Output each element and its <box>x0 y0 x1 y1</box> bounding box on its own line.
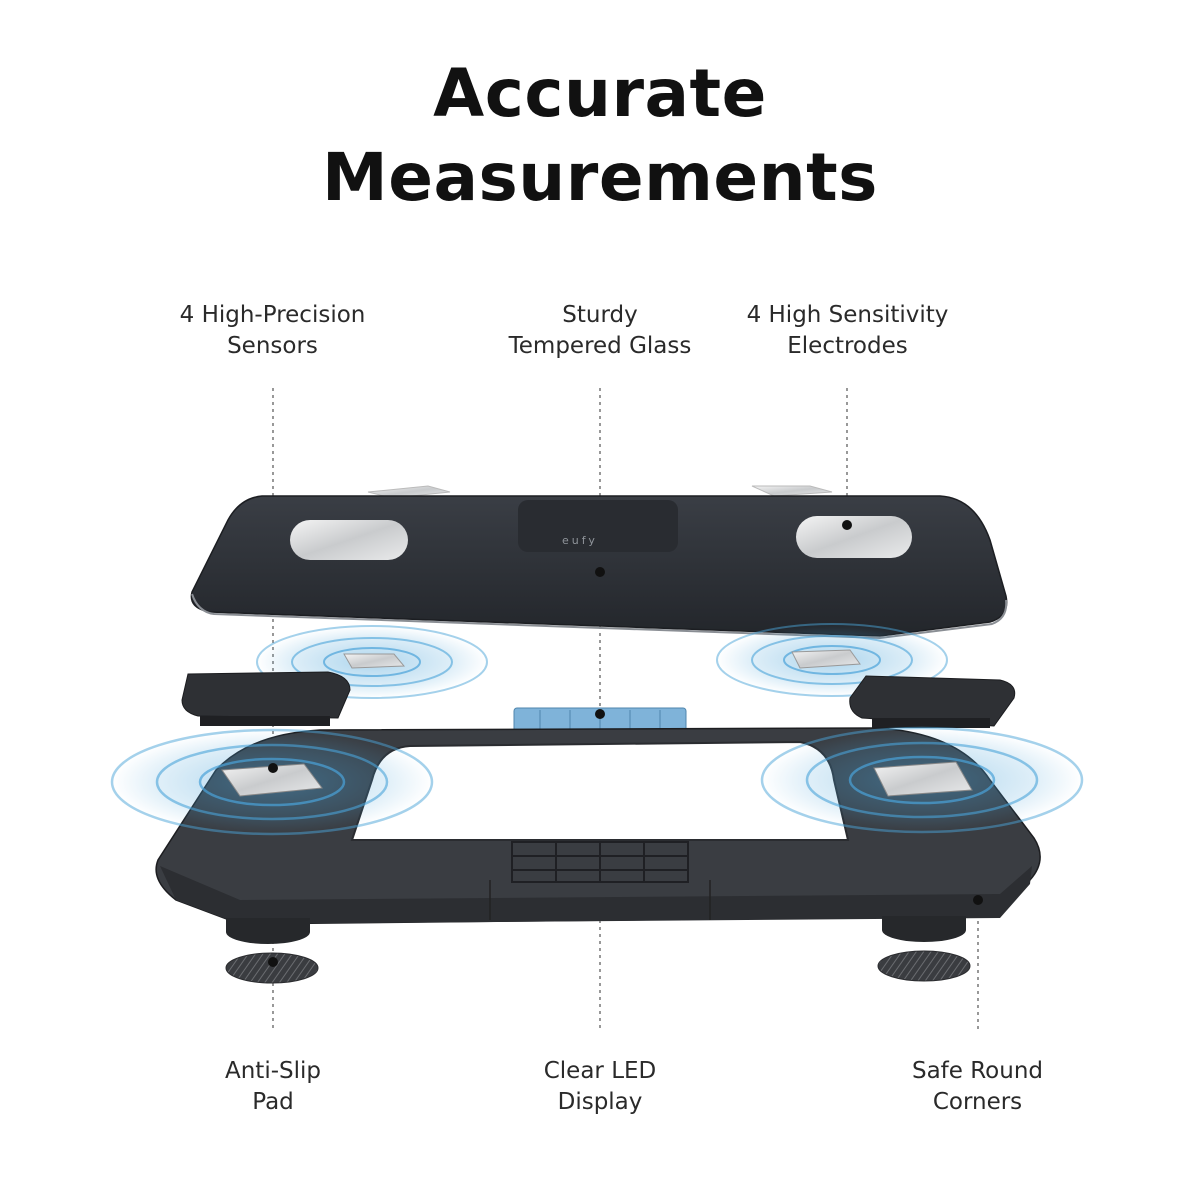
label-display: Clear LED Display <box>543 1058 657 1115</box>
label-sensors: 4 High-Precision Sensors <box>179 302 366 359</box>
upper-sensor-waves <box>256 623 948 699</box>
anti-slip-pads <box>225 950 971 984</box>
title-line-2: Measurements <box>322 139 878 216</box>
tempered-glass-top: eufy <box>190 495 1008 640</box>
electrode-right <box>796 516 912 558</box>
label-glass: Sturdy Tempered Glass <box>508 302 692 359</box>
display-window <box>518 500 678 552</box>
electrode-left <box>290 520 408 560</box>
label-electrodes: 4 High Sensitivity Electrodes <box>746 302 949 359</box>
svg-text:eufy: eufy <box>562 534 598 547</box>
lower-sensor-waves <box>110 726 1084 836</box>
label-corners: Safe Round Corners <box>911 1058 1044 1115</box>
title-line-1: Accurate <box>433 55 767 132</box>
feet <box>226 916 966 944</box>
led-display-module <box>513 707 687 735</box>
page-title: Accurate Measurements <box>0 52 1200 220</box>
label-pad: Anti-Slip Pad <box>225 1058 321 1115</box>
corner-caps <box>181 671 1016 728</box>
